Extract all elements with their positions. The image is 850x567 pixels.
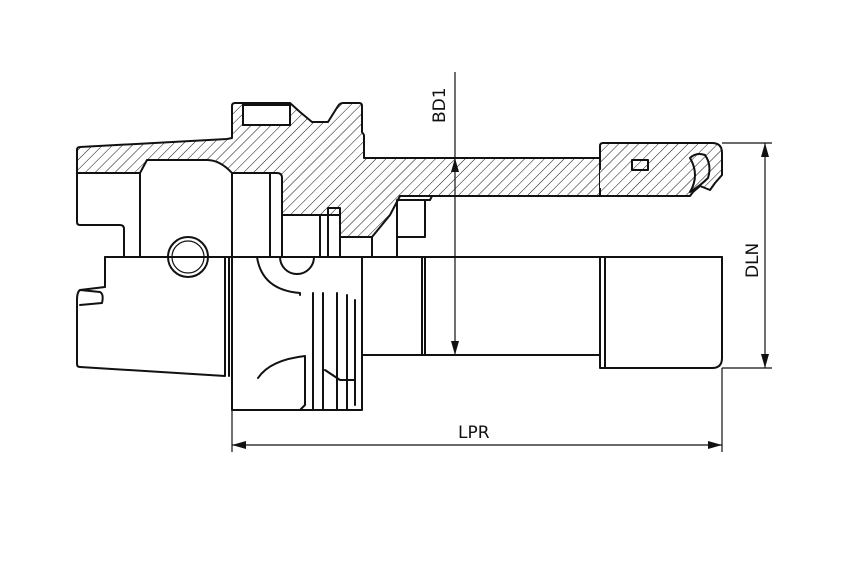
shank-outline	[361, 256, 601, 356]
taper-drive-slot	[76, 172, 125, 258]
dimension-label-dln: DLN	[743, 243, 763, 278]
nut-outline	[599, 256, 723, 369]
nut-seal	[689, 153, 711, 193]
taper-outline	[76, 256, 226, 377]
dimension-lpr: LPR	[231, 368, 723, 452]
dimension-label-lpr: LPR	[458, 423, 490, 443]
dimension-label-bd1: BD1	[430, 87, 450, 123]
dimension-bd1: BD1	[430, 72, 459, 355]
flange-keyway	[242, 104, 291, 126]
nut-groove	[631, 159, 649, 171]
retention-ball	[167, 236, 209, 278]
body-section-hatched	[76, 102, 601, 238]
flange-outline	[231, 256, 363, 411]
dimension-dln: DLN	[722, 142, 772, 369]
